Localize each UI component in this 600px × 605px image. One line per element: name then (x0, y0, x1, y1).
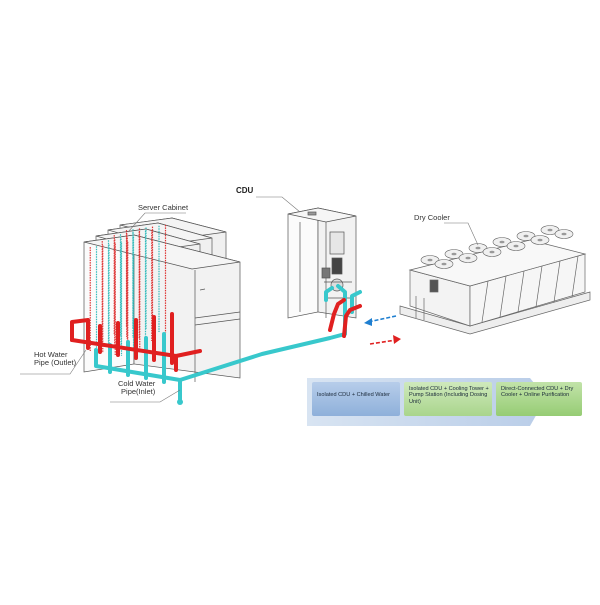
supply-flow-arrow (369, 339, 397, 345)
cdu-label: CDU (236, 186, 254, 195)
stage-text-3: Direct-Connected CDU + Dry Cooler + Onli… (501, 386, 574, 399)
hot-water-label-line1: Hot Water (34, 350, 68, 359)
fan-hub (537, 238, 543, 242)
hot-water-leader (20, 349, 87, 375)
fan-hub (489, 250, 495, 254)
server-cabinet-label: Server Cabinet (138, 203, 189, 212)
stage-text-1: Isolated CDU + Chilled Water (317, 392, 391, 398)
fan-hub (499, 240, 505, 244)
server-rack-slats (89, 224, 167, 357)
stage-box-1 (312, 382, 400, 416)
cdu-leader (256, 196, 301, 213)
hot-water-pipe-label: Hot Water Pipe (Outlet) (34, 350, 77, 368)
dry-cooler-leader (444, 222, 479, 246)
cold-water-pipe-label: Cold Water Pipe(Inlet) (118, 379, 156, 397)
flow-arrows (367, 315, 397, 345)
hot-water-label-line2: Pipe (Outlet) (34, 358, 77, 368)
stage-text-2: Isolated CDU + Cooling Tower + Pump Stat… (409, 386, 489, 405)
stage-box-2 (404, 382, 492, 416)
fan-hub (427, 258, 433, 262)
return-flow-arrow (367, 315, 397, 323)
return-flow-arrowhead (364, 318, 372, 326)
fan-hub (523, 234, 529, 238)
stage-box-3 (496, 382, 582, 416)
cold-water-label-line2: Pipe(Inlet) (121, 387, 156, 397)
fan-hub (475, 246, 481, 250)
fan-hub (513, 244, 519, 248)
fan-hub (465, 256, 471, 260)
hot-water-pipes (70, 298, 362, 372)
fan-hub (561, 232, 567, 236)
callout-leaders (20, 196, 479, 403)
evolution-arrow (307, 378, 582, 426)
server-cabinet-leader (127, 212, 186, 233)
cold-pipe-valve (177, 399, 183, 405)
dry-cooler-unit (399, 239, 591, 335)
supply-flow-arrowhead (393, 335, 401, 344)
cold-water-leader (110, 389, 181, 403)
fan-hub (547, 228, 553, 232)
cold-water-label-line1: Cold Water (118, 379, 156, 388)
dry-cooler-label: Dry Cooler (414, 213, 450, 222)
dry-cooler-fans (420, 225, 574, 269)
fan-hub (441, 262, 447, 266)
fan-hub (451, 252, 457, 256)
